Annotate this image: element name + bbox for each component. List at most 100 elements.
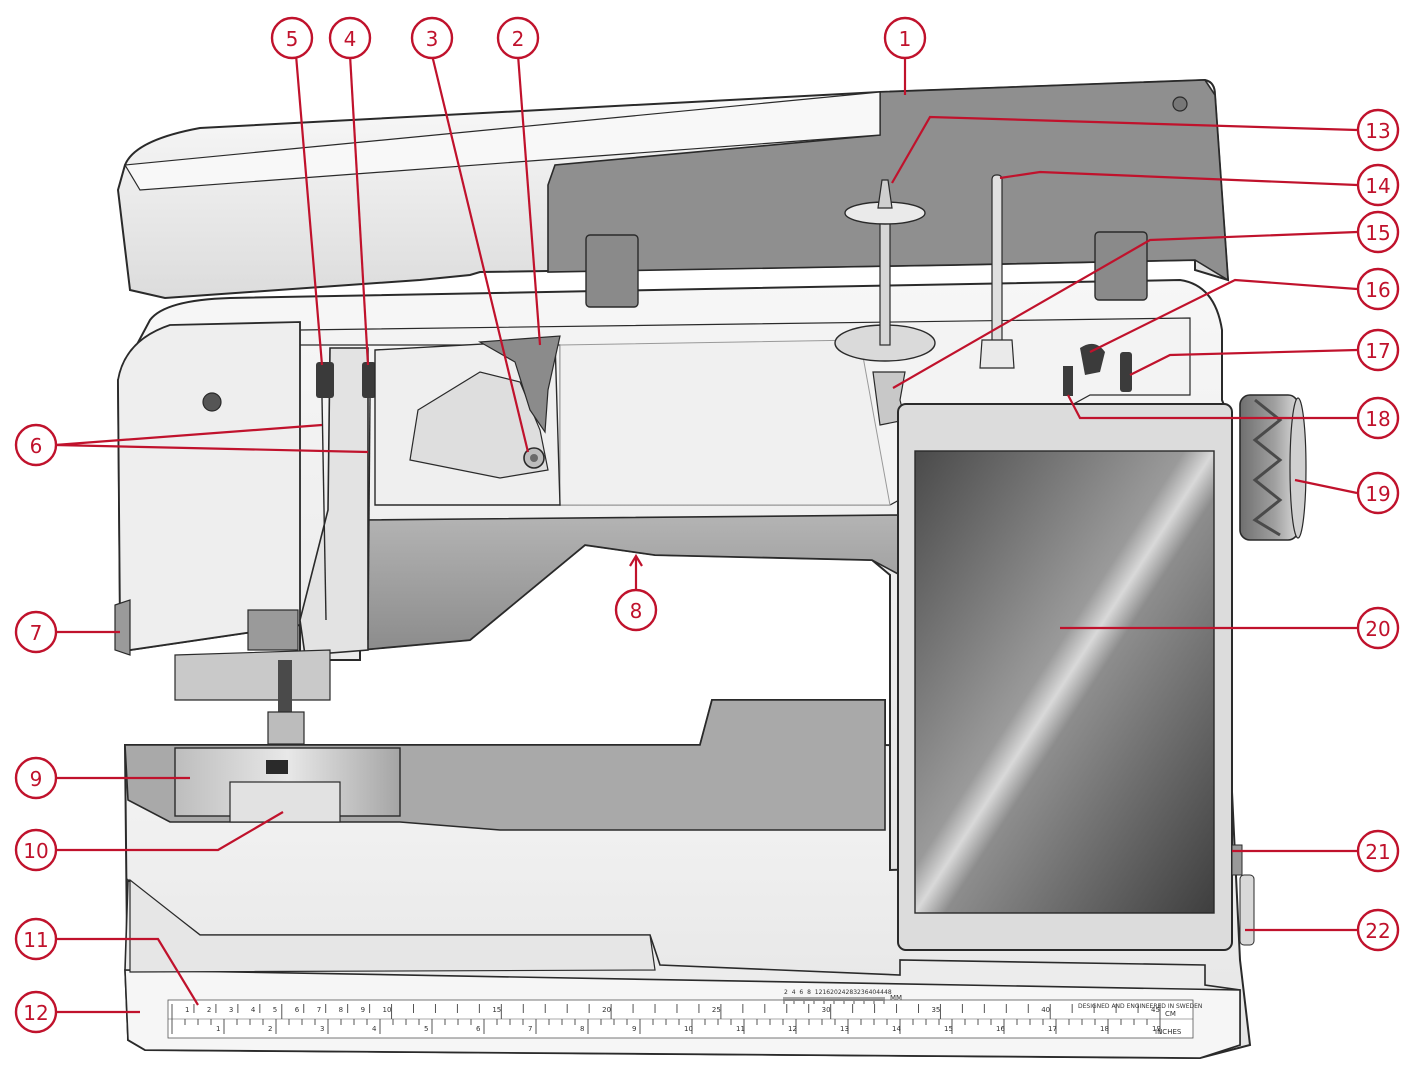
needle-clamp bbox=[278, 660, 292, 720]
needle-bar-housing bbox=[247, 609, 299, 651]
svg-text:18: 18 bbox=[1365, 407, 1390, 431]
ruler-designed-text: DESIGNED AND ENGINEERED IN SWEDEN bbox=[1078, 1003, 1202, 1010]
ruler-inches-label: INCHES bbox=[1155, 1028, 1182, 1036]
thread-slot-right bbox=[367, 397, 371, 641]
ruler-mm-number: 2 bbox=[784, 989, 788, 996]
svg-text:7: 7 bbox=[30, 621, 43, 645]
ruler-inch-number: 14 bbox=[892, 1025, 901, 1033]
svg-text:12: 12 bbox=[23, 1001, 48, 1025]
callout-2: 2 bbox=[496, 16, 540, 60]
leader-5 bbox=[294, 54, 324, 366]
leader-16 bbox=[1089, 278, 1358, 353]
thread-guide-5 bbox=[316, 362, 334, 398]
svg-text:13: 13 bbox=[1365, 119, 1390, 143]
svg-text:19: 19 bbox=[1365, 482, 1390, 506]
ruler-cm-number: 5 bbox=[273, 1006, 277, 1014]
ruler-mm-label: MM bbox=[890, 994, 902, 1002]
svg-text:5: 5 bbox=[286, 27, 299, 51]
callout-14: 14 bbox=[1356, 163, 1400, 207]
ruler-mm-number: 40 bbox=[869, 989, 877, 996]
callout-18: 18 bbox=[1356, 396, 1400, 440]
ruler-cm-number: 20 bbox=[602, 1006, 611, 1014]
feed-dogs bbox=[266, 760, 288, 774]
ruler-mm-number: 32 bbox=[853, 989, 861, 996]
ruler-cm-number: 40 bbox=[1041, 1006, 1050, 1014]
ruler-inch-number: 1 bbox=[216, 1025, 220, 1033]
leader-2 bbox=[516, 54, 542, 346]
svg-text:10: 10 bbox=[23, 839, 48, 863]
leader-15 bbox=[892, 230, 1358, 389]
accessory-tray bbox=[129, 878, 656, 973]
pre-tension-guide bbox=[478, 335, 561, 434]
ruler-cm-number: 30 bbox=[822, 1006, 831, 1014]
svg-text:16: 16 bbox=[1365, 278, 1390, 302]
ruler-inch-number: 19 bbox=[1152, 1025, 1161, 1033]
ruler-mm-number: 8 bbox=[807, 989, 811, 996]
ruler-cm-number: 25 bbox=[712, 1006, 721, 1014]
svg-text:8: 8 bbox=[630, 599, 643, 623]
callout-12: 12 bbox=[14, 990, 58, 1034]
ruler-cm-number: 4 bbox=[251, 1006, 256, 1014]
callout-17: 17 bbox=[1356, 328, 1400, 372]
ruler-ticks bbox=[171, 1004, 1161, 1034]
svg-text:9: 9 bbox=[30, 767, 43, 791]
ruler-inch-number: 17 bbox=[1048, 1025, 1057, 1033]
callout-13: 13 bbox=[1356, 108, 1400, 152]
ruler-mm-number: 4 bbox=[792, 989, 796, 996]
lid-front-edge bbox=[123, 91, 881, 191]
callout-10: 10 bbox=[14, 828, 58, 872]
leader-10 bbox=[55, 811, 284, 852]
callout-19: 19 bbox=[1356, 471, 1400, 515]
ruler-mm-number: 12 bbox=[815, 989, 823, 996]
ruler-inch-number: 3 bbox=[320, 1025, 324, 1033]
ruler-inch-number: 2 bbox=[268, 1025, 272, 1033]
svg-text:15: 15 bbox=[1365, 221, 1390, 245]
leader-17 bbox=[1129, 348, 1358, 376]
screen-side-port-2 bbox=[1239, 874, 1255, 946]
bobbin-cover bbox=[229, 781, 341, 823]
callout-16: 16 bbox=[1356, 267, 1400, 311]
callout-11: 11 bbox=[14, 917, 58, 961]
ruler-inch-number: 12 bbox=[788, 1025, 797, 1033]
tension-recess bbox=[409, 371, 549, 479]
ruler-mm-number: 48 bbox=[884, 989, 892, 996]
ruler-inch-number: 5 bbox=[424, 1025, 428, 1033]
svg-text:21: 21 bbox=[1365, 840, 1390, 864]
screen-side-port bbox=[1231, 844, 1243, 876]
ruler-inch-number: 11 bbox=[736, 1025, 745, 1033]
callout-8: 8 bbox=[614, 588, 658, 632]
callout-7: 7 bbox=[14, 610, 58, 654]
ruler-inch-number: 18 bbox=[1100, 1025, 1109, 1033]
ruler-cm-label: CM bbox=[1165, 1010, 1176, 1018]
ruler-inch-number: 16 bbox=[996, 1025, 1005, 1033]
ruler-mm-number: 16 bbox=[822, 989, 830, 996]
thread-cutter bbox=[114, 599, 131, 656]
presser-foot bbox=[267, 711, 305, 745]
ruler-mm-number: 24 bbox=[838, 989, 846, 996]
ruler-mm-number: 36 bbox=[861, 989, 869, 996]
ruler-cm-number: 2 bbox=[207, 1006, 211, 1014]
ruler-inch-number: 8 bbox=[580, 1025, 584, 1033]
leader-18 bbox=[1067, 394, 1357, 420]
svg-text:22: 22 bbox=[1365, 919, 1390, 943]
leader-11 bbox=[55, 937, 199, 1006]
presser-foot-holder bbox=[174, 649, 331, 701]
ruler-inch-number: 7 bbox=[528, 1025, 532, 1033]
main-spool-pin bbox=[834, 179, 936, 362]
thread-guide-4 bbox=[362, 362, 376, 398]
svg-text:3: 3 bbox=[426, 27, 439, 51]
leader-3 bbox=[430, 54, 530, 453]
callout-3: 3 bbox=[410, 16, 454, 60]
ruler-inch-number: 10 bbox=[684, 1025, 693, 1033]
svg-text:14: 14 bbox=[1365, 174, 1390, 198]
callout-15: 15 bbox=[1356, 210, 1400, 254]
callout-leaders bbox=[54, 54, 1358, 1014]
leader-6b bbox=[54, 443, 369, 454]
callout-9: 9 bbox=[14, 756, 58, 800]
thread-slot-left bbox=[321, 397, 327, 621]
